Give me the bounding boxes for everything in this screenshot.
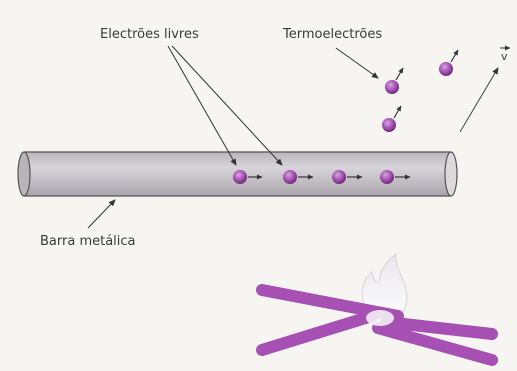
velocity-symbol: v — [501, 50, 508, 63]
thermoelectron-3 — [382, 106, 401, 132]
thermoelectrons-pointer — [336, 48, 378, 78]
heat-source — [262, 254, 492, 360]
label-thermoelectrons: Termoelectrões — [282, 27, 382, 42]
free-electrons-pointers — [168, 46, 282, 165]
velocity-pointer — [460, 68, 498, 132]
heat-rod-2 — [262, 316, 372, 350]
metal-bar-pointer — [88, 200, 115, 228]
label-metal-bar: Barra metálica — [40, 234, 136, 249]
thermoelectron-2 — [439, 50, 458, 76]
thermoelectron-1 — [385, 68, 403, 94]
velocity-label: v — [500, 48, 510, 63]
label-free-electrons: Electrões livres — [100, 27, 199, 42]
